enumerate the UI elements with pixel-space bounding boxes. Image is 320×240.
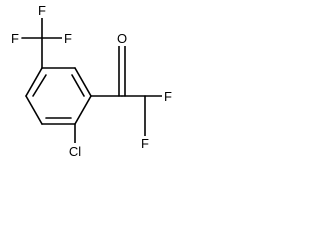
label-bg-f-chf2-bottom [139, 136, 151, 151]
trifluoromethyl-group [21, 14, 63, 69]
bond-ring-c3-c4 [25, 95, 43, 125]
bond-ring-inner-3 [71, 74, 85, 97]
atom-label-o: O [117, 31, 127, 46]
label-bg-f-left [9, 31, 21, 46]
benzene-ring [25, 67, 92, 125]
bond-ring-c5-c6 [74, 95, 92, 125]
atom-label-f-chf2-bottom: F [141, 136, 149, 151]
atom-label-cl: Cl [69, 144, 81, 159]
label-bg-f-chf2-right [162, 89, 174, 104]
label-bg-f-right [62, 31, 74, 46]
label-bg-f-top [36, 3, 48, 18]
structure-canvas: F F F O F F Cl [0, 0, 187, 172]
bond-ring-c2-c3 [25, 67, 43, 97]
atom-label-f-top: F [38, 3, 46, 18]
label-bg-o [115, 29, 129, 46]
difluoroacetyl-chain [90, 45, 163, 137]
bond-ring-inner-1 [32, 74, 47, 97]
bond-ring-c6-c1 [74, 67, 92, 97]
atom-label-f-chf2-right: F [164, 89, 172, 104]
atom-label-f-left: F [11, 31, 19, 46]
molecule-drawing: F F F O F F Cl [9, 3, 174, 159]
atom-label-f-right: F [64, 31, 72, 46]
label-bg-cl [65, 143, 85, 159]
